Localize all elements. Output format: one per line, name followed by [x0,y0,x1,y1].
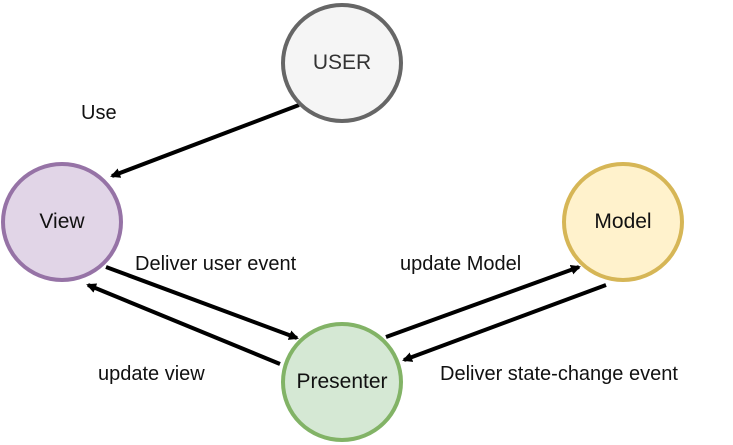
edge-presenter-to-model [385,265,581,339]
presenter-node: Presenter [281,322,403,442]
update-model-edge-label: update Model [400,253,522,275]
deliver-user-event-edge-label: Deliver user event [135,253,297,275]
model-node-label: Model [594,210,652,233]
update-view-edge-label: update view [98,363,205,385]
edge-model-to-presenter [402,283,607,362]
view-node: View [1,162,123,282]
view-node-label: View [39,210,85,233]
model-node: Model [562,162,684,282]
edge-user-to-view [110,103,300,178]
deliver-state-change-event-edge-label: Deliver state-change event [440,363,678,385]
edge-presenter-to-view [86,283,281,366]
user-node: USER [281,3,403,123]
user-node-label: USER [312,51,372,74]
edge-view-to-presenter [105,265,299,340]
presenter-node-label: Presenter [296,370,388,393]
use-edge-label: Use [81,102,117,124]
